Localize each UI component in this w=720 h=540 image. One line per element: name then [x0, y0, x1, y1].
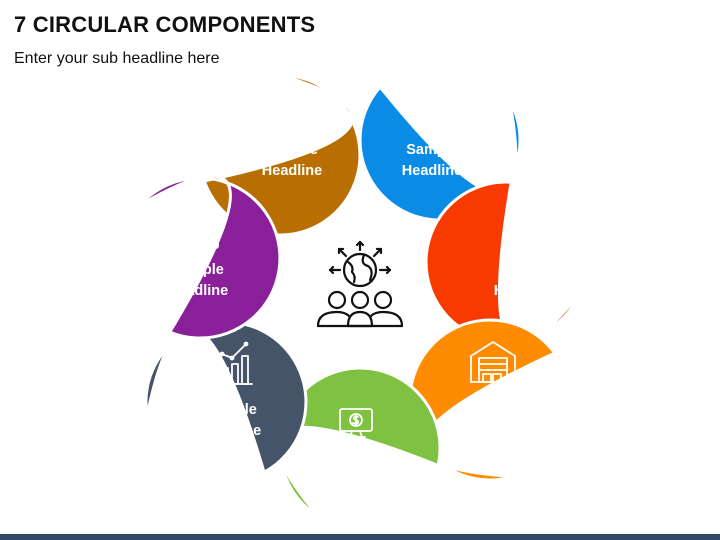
- segment-label-line1-7: Sample: [172, 262, 224, 278]
- segment-label-line1-4: Sample: [468, 402, 520, 418]
- petal-layer: [138, 73, 582, 518]
- segment-petal-6: [144, 320, 308, 475]
- segment-label-line2-3: Headline: [494, 283, 554, 299]
- segment-label-line1-6: Sample: [205, 402, 257, 418]
- clipboard-pencil-icon: [269, 93, 310, 131]
- page-title: 7 CIRCULAR COMPONENTS: [14, 12, 316, 37]
- bill-calculator-icon: [177, 203, 219, 249]
- segment-label-line2-7: Headline: [168, 283, 228, 299]
- segment-label-line1-1: Sample: [266, 142, 318, 158]
- segment-label-line2-5: Headline: [330, 483, 390, 499]
- growth-chart-icon: [207, 341, 253, 385]
- segment-petal-7: [138, 174, 282, 340]
- segment-label-line1-5: Sample: [334, 462, 386, 478]
- monitor-dollar-icon: [339, 408, 373, 438]
- segment-label-line2-1: Headline: [262, 163, 322, 179]
- target-arrow-icon: [413, 89, 457, 127]
- segment-label-line1-3: Sample: [498, 262, 550, 278]
- label-layer: SampleHeadlineSampleHeadlineSampleHeadli…: [168, 142, 554, 499]
- segment-label-line2-4: Headline: [464, 423, 524, 439]
- segment-label-line1-2: Sample: [406, 142, 458, 158]
- warehouse-icon: [470, 341, 516, 383]
- segment-label-line2-6: Headline: [201, 423, 261, 439]
- bottom-bar: [0, 534, 720, 540]
- global-team-icon: [316, 240, 404, 328]
- segment-label-line2-2: Headline: [402, 163, 462, 179]
- hands-gear-icon: [508, 210, 546, 243]
- page-subtitle: Enter your sub headline here: [14, 50, 220, 67]
